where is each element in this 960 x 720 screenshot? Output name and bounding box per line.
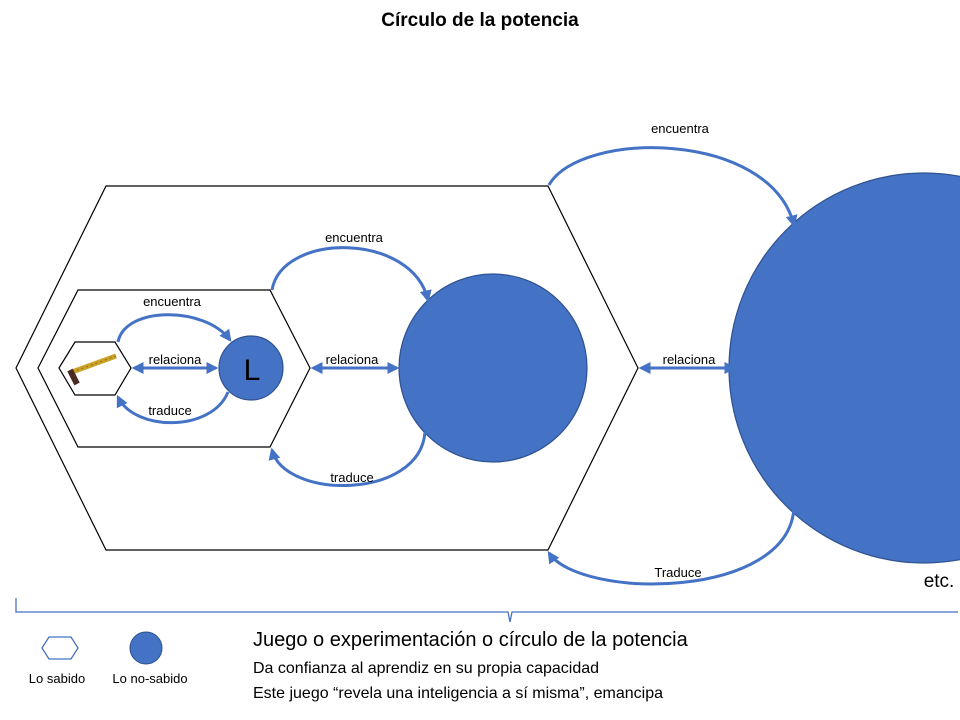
- inner-encuentra-label: encuentra: [143, 294, 202, 309]
- outer-relaciona-label: relaciona: [663, 352, 717, 367]
- pencil-ruler-icon: [67, 353, 117, 386]
- legend-no-sabido-label: Lo no-sabido: [112, 671, 187, 686]
- page-title: Círculo de la potencia: [381, 10, 579, 31]
- circle-letter: L: [244, 354, 261, 387]
- inner-encuentra-arrow: [116, 313, 232, 343]
- large-circle: [728, 172, 960, 564]
- caption-line-2: Este juego “revela una inteligencia a sí…: [253, 685, 663, 702]
- outer-encuentra-arrow: [547, 146, 798, 228]
- caption-main: Juego o experimentación o círculo de la …: [253, 629, 689, 651]
- inner-traduce-arrow: [116, 391, 230, 425]
- inner-hexagon: [58, 341, 132, 396]
- middle-encuentra-label: encuentra: [325, 230, 384, 245]
- middle-relaciona-label: relaciona: [326, 352, 380, 367]
- outer-traduce-arrow: [547, 506, 796, 586]
- bracket: [15, 598, 958, 623]
- inner-relaciona-label: relaciona: [149, 352, 203, 367]
- outer-hexagon: [15, 185, 639, 551]
- inner-traduce-label: traduce: [148, 403, 191, 418]
- middle-traduce-arrow: [268, 431, 427, 487]
- medium-circle: [398, 273, 588, 463]
- small-circle: [218, 335, 284, 401]
- etc-label: etc.: [924, 571, 955, 592]
- legend-sabido-label: Lo sabido: [29, 671, 85, 686]
- legend-circle-icon: [129, 631, 163, 665]
- middle-traduce-label: traduce: [330, 470, 373, 485]
- outer-encuentra-label: encuentra: [651, 121, 710, 136]
- caption-line-1: Da confianza al aprendiz en su propia ca…: [253, 660, 599, 677]
- middle-hexagon: [37, 289, 311, 448]
- middle-encuentra-arrow: [270, 246, 432, 303]
- legend-hexagon-icon: [41, 636, 79, 660]
- outer-traduce-label: Traduce: [654, 565, 701, 580]
